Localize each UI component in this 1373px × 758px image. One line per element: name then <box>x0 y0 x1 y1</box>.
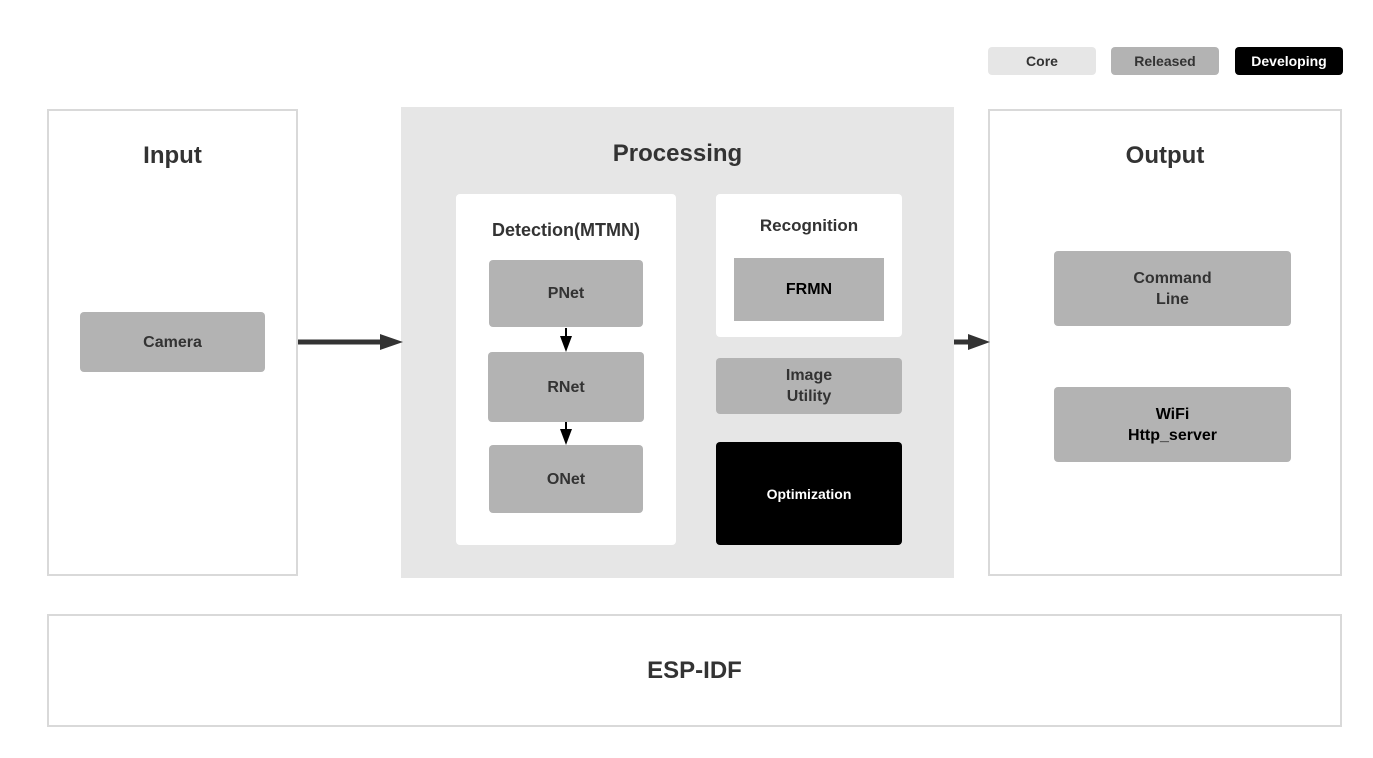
image-utility-box: Image Utility <box>716 358 902 414</box>
wifi-http-server-box: WiFi Http_server <box>1054 387 1291 462</box>
input-title: Input <box>143 142 202 169</box>
legend-released: Released <box>1111 47 1219 75</box>
esp-idf-panel: ESP-IDF <box>47 614 1342 727</box>
detection-title: Detection(MTMN) <box>492 219 640 240</box>
command-line-label-line2: Line <box>1156 290 1189 308</box>
input-panel: Input Camera <box>47 109 298 576</box>
onet-box: ONet <box>489 445 643 513</box>
image-utility-label-line1: Image <box>785 367 833 384</box>
rnet-box: RNet <box>488 352 644 422</box>
recognition-title: Recognition <box>759 216 859 235</box>
arrow-processing-to-output-head <box>968 334 990 350</box>
wifi-label-line2: Http_server <box>1128 426 1217 444</box>
wifi-label-line1: WiFi <box>1155 405 1190 423</box>
arrow-input-to-processing-head <box>380 334 403 350</box>
detection-box: Detection(MTMN) PNet RNet ONet <box>456 194 676 545</box>
processing-panel: Processing Detection(MTMN) PNet RNet ONe… <box>401 107 954 578</box>
frmn-box: FRMN <box>734 258 884 321</box>
image-utility-label-line2: Utility <box>786 388 832 405</box>
output-panel: Output Command Line WiFi Http_server <box>988 109 1342 576</box>
legend-core: Core <box>988 47 1096 75</box>
camera-box: Camera <box>80 312 265 372</box>
recognition-box: Recognition FRMN <box>716 194 902 337</box>
processing-title: Processing <box>612 140 743 167</box>
pnet-box: PNet <box>489 260 643 327</box>
command-line-label-line1: Command <box>1133 269 1212 287</box>
legend-developing: Developing <box>1235 47 1343 75</box>
esp-idf-title: ESP-IDF <box>647 656 742 684</box>
optimization-box: Optimization <box>716 442 902 545</box>
output-title: Output <box>1125 142 1205 169</box>
command-line-box: Command Line <box>1054 251 1291 326</box>
